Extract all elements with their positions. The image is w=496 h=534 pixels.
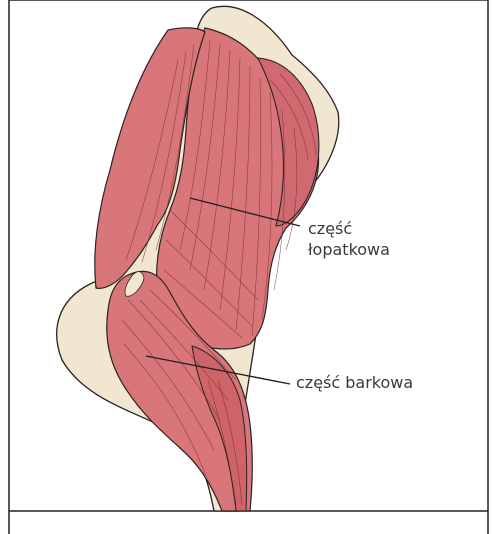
label-acromial-part: część barkowa: [296, 372, 413, 393]
label-scapular-line2: łopatkowa: [308, 239, 390, 260]
label-scapular-part: część łopatkowa: [308, 218, 390, 260]
label-scapular-line1: część: [308, 218, 390, 239]
